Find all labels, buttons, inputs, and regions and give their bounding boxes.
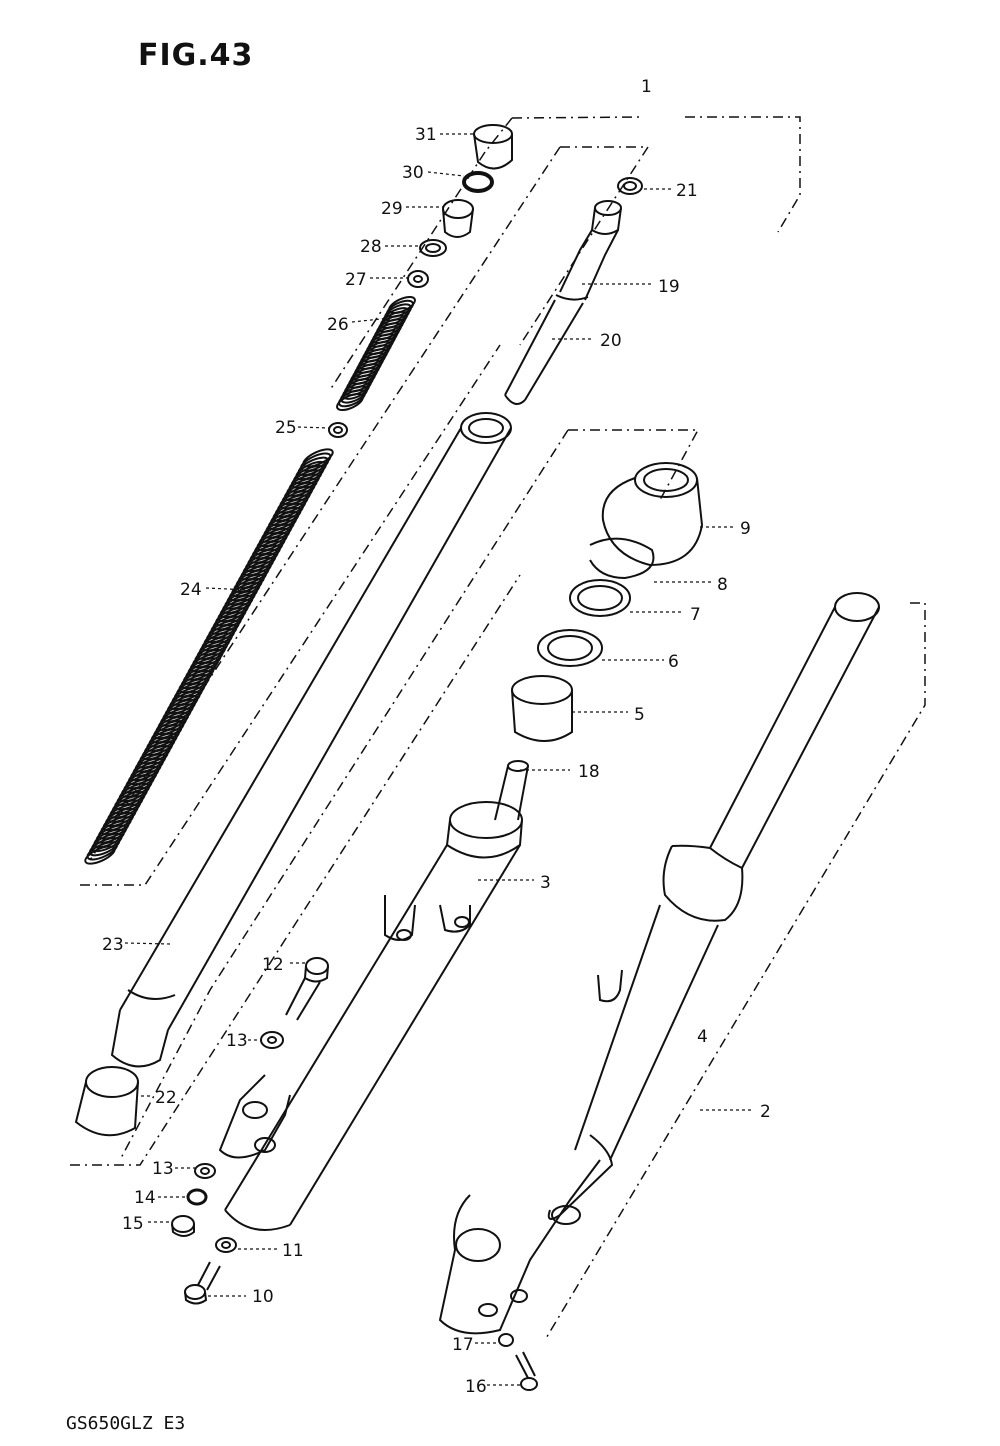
callout-10: 10 (252, 1287, 274, 1307)
callout-21: 21 (676, 181, 698, 201)
callout-17: 17 (452, 1335, 474, 1355)
callout-18: 18 (578, 762, 600, 782)
spring-coil (338, 389, 366, 408)
washer-14 (186, 1188, 208, 1206)
spring-bracket (80, 146, 649, 886)
callout-8: 8 (717, 575, 728, 595)
oil-seal-6 (537, 629, 603, 667)
callout-14: 14 (134, 1188, 156, 1208)
washer-13b (194, 1163, 216, 1179)
spacer-29 (442, 199, 474, 238)
spring-coil (84, 845, 116, 865)
cap-31 (473, 124, 513, 170)
callout-11: 11 (282, 1241, 304, 1261)
stopper-ring-8 (589, 537, 655, 580)
seat-27 (407, 270, 429, 288)
spring-coil (336, 392, 364, 412)
short-spring-26 (336, 295, 416, 412)
damper-rod-19-20 (504, 200, 622, 405)
bushing-5 (511, 675, 573, 742)
dust-seal-9 (601, 462, 704, 567)
washer-25 (328, 422, 348, 438)
o-ring-30 (462, 171, 494, 193)
nut-15 (171, 1215, 195, 1237)
cylinder-18 (494, 760, 529, 821)
model-code: GS650GLZ E3 (66, 1413, 186, 1434)
bolt-16 (515, 1351, 538, 1391)
callout-15: 15 (122, 1214, 144, 1234)
callout-1: 1 (641, 77, 652, 97)
callout-7: 7 (690, 605, 701, 625)
callout-28: 28 (360, 237, 382, 257)
leader-lines (124, 133, 752, 1386)
washer-28 (419, 239, 447, 257)
callout-24: 24 (180, 580, 202, 600)
ring-21 (617, 177, 643, 195)
fork-leg-4 (438, 592, 880, 1335)
callout-6: 6 (668, 652, 679, 672)
bolt-10 (184, 1261, 221, 1305)
callout-30: 30 (402, 163, 424, 183)
figure-title: FIG.43 (138, 38, 254, 73)
callout-27: 27 (345, 270, 367, 290)
inner-tube-23 (110, 412, 512, 1068)
callout-25: 25 (275, 418, 297, 438)
washer-7 (569, 579, 631, 617)
lower-tube-3 (218, 801, 523, 1231)
bushing-22 (74, 1066, 139, 1137)
callout-2: 2 (760, 1102, 771, 1122)
washer-13a (260, 1031, 284, 1049)
callout-labels: 1 2 3 4 5 6 7 8 9 10 11 12 13 13 14 15 1… (102, 77, 771, 1397)
callout-19: 19 (658, 277, 680, 297)
callout-13b: 13 (152, 1159, 174, 1179)
callout-3: 3 (540, 873, 551, 893)
bolt-12 (285, 957, 329, 1021)
callout-12: 12 (262, 955, 284, 975)
callout-23: 23 (102, 935, 124, 955)
callout-22: 22 (155, 1088, 177, 1108)
callout-31: 31 (415, 125, 437, 145)
callout-16: 16 (465, 1377, 487, 1397)
callout-9: 9 (740, 519, 751, 539)
callout-13a: 13 (226, 1031, 248, 1051)
callout-4: 4 (697, 1027, 708, 1047)
callout-26: 26 (327, 315, 349, 335)
callout-5: 5 (634, 705, 645, 725)
outer-tube-bracket (544, 602, 926, 1341)
long-spring-24 (84, 448, 334, 865)
inner-tube-bracket (70, 429, 700, 1166)
washer-17 (498, 1333, 514, 1347)
callout-29: 29 (381, 199, 403, 219)
callout-20: 20 (600, 331, 622, 351)
washer-11 (215, 1237, 237, 1253)
